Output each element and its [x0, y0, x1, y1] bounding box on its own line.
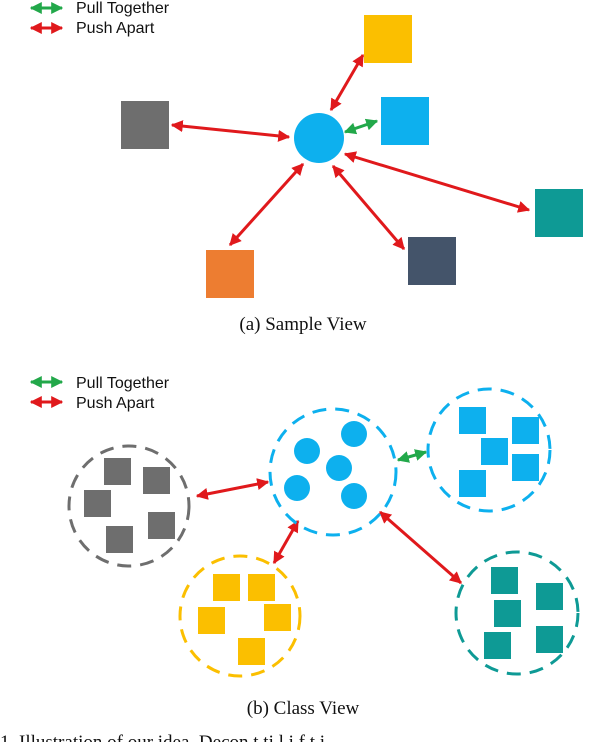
- blue-positive-sample: [381, 97, 429, 145]
- teal-class-sample: [494, 600, 521, 627]
- push-apart-legend-label: Push Apart: [76, 20, 155, 37]
- teal-class-sample: [491, 567, 518, 594]
- panel-b-legend: Pull Together Push Apart: [29, 375, 170, 412]
- anchor-class-sample: [341, 421, 367, 447]
- yellow-class-sample: [238, 638, 265, 665]
- push-arrow-to-gray-sample: [170, 120, 291, 142]
- anchor-sample: [294, 113, 344, 163]
- panel-a-legend: Pull Together Push Apart: [29, 0, 170, 37]
- orange-negative-sample: [206, 250, 254, 298]
- teal-class-cluster: [454, 550, 580, 676]
- push-arrow-to-slate-sample: [331, 165, 406, 250]
- panel-b-caption: (b) Class View: [247, 698, 360, 719]
- yellow-class-sample: [248, 574, 275, 601]
- cluster-boundary: [454, 550, 580, 676]
- gray-class-sample: [106, 526, 133, 553]
- gray-class-sample: [143, 467, 170, 494]
- push-arrow-to-teal-sample: [343, 151, 531, 213]
- anchor-class-sample: [341, 483, 367, 509]
- pull-together-legend-label: Pull Together: [76, 375, 170, 392]
- yellow-class-cluster: [178, 554, 302, 678]
- yellow-class-sample: [198, 607, 225, 634]
- positive-class-sample: [481, 438, 508, 465]
- positive-class-sample: [459, 470, 486, 497]
- positive-class-sample: [459, 407, 486, 434]
- yellow-class-sample: [264, 604, 291, 631]
- gray-class-sample: [84, 490, 111, 517]
- pull-arrow-anchor-to-positive-class: [396, 449, 428, 463]
- cluster-boundary: [426, 387, 552, 513]
- anchor-class-cluster: [268, 407, 398, 537]
- push-arrow-anchor-to-teal-class: [379, 510, 462, 585]
- cluster-boundary: [67, 444, 191, 568]
- anchor-class-sample: [294, 438, 320, 464]
- figure-footer-text: 1. Illustration of our idea. Decon t ti …: [0, 732, 325, 742]
- anchor-class-sample: [326, 455, 352, 481]
- panel-a-caption: (a) Sample View: [239, 314, 367, 335]
- gray-class-cluster: [67, 444, 191, 568]
- teal-negative-sample: [535, 189, 583, 237]
- yellow-negative-sample: [364, 15, 412, 63]
- gray-negative-sample: [121, 101, 169, 149]
- teal-class-sample: [484, 632, 511, 659]
- pull-arrow-to-positive-sample: [343, 118, 379, 135]
- positive-class-sample: [512, 454, 539, 481]
- positive-class-sample: [512, 417, 539, 444]
- teal-class-sample: [536, 626, 563, 653]
- slate-negative-sample: [408, 237, 456, 285]
- positive-class-cluster: [426, 387, 552, 513]
- gray-class-sample: [148, 512, 175, 539]
- cluster-boundary: [178, 554, 302, 678]
- push-arrow-anchor-to-gray-class: [195, 478, 270, 500]
- push-arrow-to-orange-sample: [228, 162, 305, 247]
- panel-b-class-view: [67, 387, 580, 678]
- teal-class-sample: [536, 583, 563, 610]
- push-arrow-anchor-to-yellow-class: [272, 519, 300, 565]
- push-apart-legend-label: Push Apart: [76, 395, 155, 412]
- gray-class-sample: [104, 458, 131, 485]
- yellow-class-sample: [213, 574, 240, 601]
- panel-a-sample-view: [121, 15, 583, 298]
- pull-together-legend-label: Pull Together: [76, 0, 170, 17]
- cluster-boundary: [268, 407, 398, 537]
- anchor-class-sample: [284, 475, 310, 501]
- push-arrow-to-yellow-sample: [329, 53, 365, 112]
